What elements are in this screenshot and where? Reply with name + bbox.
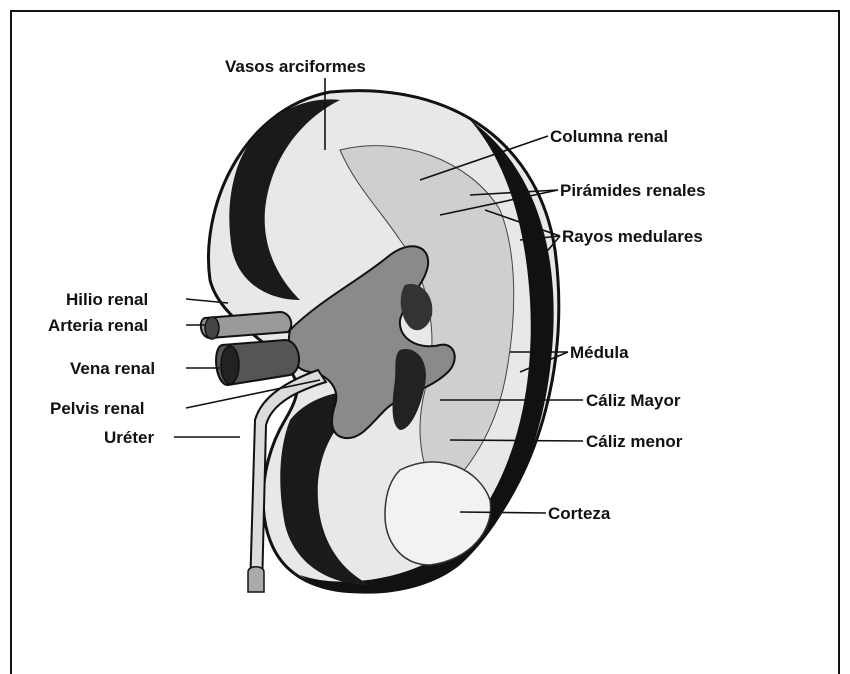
label-caliz-mayor: Cáliz Mayor — [586, 391, 681, 410]
label-ureter: Uréter — [104, 428, 154, 447]
label-hilio-renal: Hilio renal — [66, 290, 148, 309]
label-arteria-renal: Arteria renal — [48, 316, 148, 335]
renal-artery-lumen — [205, 317, 219, 339]
label-piramides-renales: Pirámides renales — [560, 181, 706, 200]
label-vasos-arciformes: Vasos arciformes — [225, 57, 366, 76]
label-vena-renal: Vena renal — [70, 359, 155, 378]
label-medula: Médula — [570, 343, 629, 362]
label-caliz-menor: Cáliz menor — [586, 432, 683, 451]
renal-vein-lumen — [221, 346, 239, 384]
label-columna-renal: Columna renal — [550, 127, 668, 146]
label-pelvis-renal: Pelvis renal — [50, 399, 145, 418]
label-rayos-medulares: Rayos medulares — [562, 227, 703, 246]
ureter-end — [248, 567, 264, 592]
label-corteza: Corteza — [548, 504, 611, 523]
